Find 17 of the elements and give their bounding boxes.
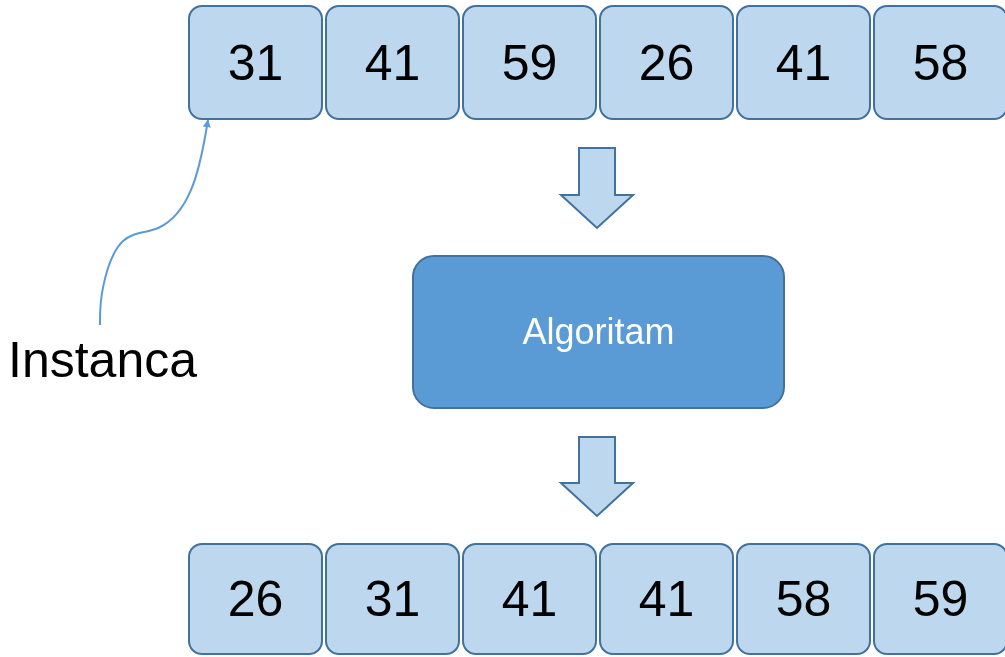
array-cell: 41 <box>736 5 871 120</box>
leader-arrow <box>99 119 211 326</box>
process-box: Algoritam <box>412 255 785 409</box>
array-cell: 59 <box>873 543 1005 655</box>
array-cell: 59 <box>462 5 597 120</box>
array-cell: 26 <box>599 5 734 120</box>
array-cell: 58 <box>736 543 871 655</box>
array-cell: 26 <box>188 543 323 655</box>
array-cell: 31 <box>325 543 460 655</box>
array-cell: 41 <box>462 543 597 655</box>
array-cell: 41 <box>325 5 460 120</box>
array-cell: 58 <box>873 5 1005 120</box>
array-cell: 31 <box>188 5 323 120</box>
array-cell: 41 <box>599 543 734 655</box>
instance-label: Instanca <box>8 325 238 395</box>
block-arrow <box>558 147 636 230</box>
block-arrow <box>558 436 636 518</box>
